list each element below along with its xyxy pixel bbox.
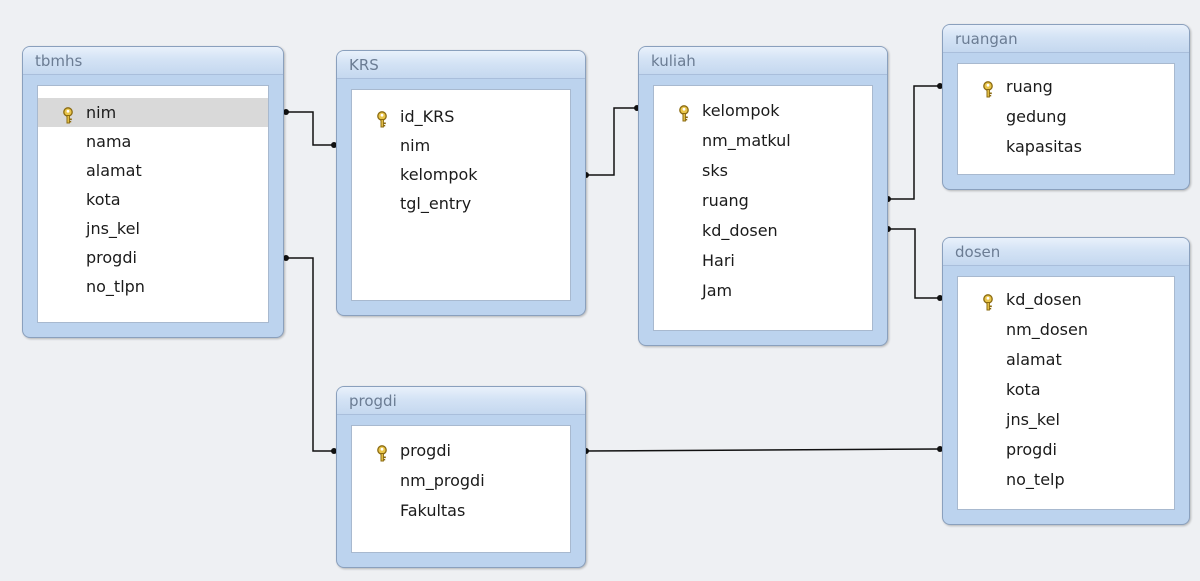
field-row[interactable]: nim [352, 131, 570, 160]
primary-key-icon [376, 442, 392, 462]
field-name: alamat [86, 161, 142, 180]
primary-key-icon [982, 78, 998, 98]
field-row[interactable]: no_tlpn [38, 272, 268, 301]
field-name: kelompok [400, 165, 478, 184]
field-name: no_telp [1006, 470, 1065, 489]
field-name: nama [86, 132, 132, 151]
field-row[interactable]: progdi [352, 436, 570, 465]
field-name: sks [702, 161, 728, 180]
table-title[interactable]: KRS [337, 51, 585, 79]
field-name: nim [86, 103, 117, 122]
field-row[interactable]: kelompok [654, 96, 872, 125]
field-name: ruang [702, 191, 749, 210]
field-name: kd_dosen [1006, 290, 1082, 309]
link-krs-kuliah [586, 107, 637, 176]
field-name: kapasitas [1006, 137, 1082, 156]
field-row[interactable]: progdi [958, 435, 1174, 464]
field-row[interactable]: nm_matkul [654, 126, 872, 155]
field-row[interactable]: gedung [958, 102, 1174, 131]
field-list: id_KRS nim kelompok tgl_entry [351, 89, 571, 301]
field-row[interactable]: alamat [38, 156, 268, 185]
table-ruangan[interactable]: ruangan ruang gedung kapasitas [942, 24, 1190, 190]
link-kuliah-dosen [888, 228, 940, 299]
field-name: tgl_entry [400, 194, 472, 213]
field-row[interactable]: kota [958, 375, 1174, 404]
field-name: Fakultas [400, 501, 466, 520]
link-tbmhs-progdi [286, 257, 334, 452]
field-name: kelompok [702, 101, 780, 120]
field-name: gedung [1006, 107, 1067, 126]
field-name: kd_dosen [702, 221, 778, 240]
field-list: ruang gedung kapasitas [957, 63, 1175, 175]
field-name: Jam [702, 281, 733, 300]
link-tbmhs-krs [286, 111, 334, 146]
field-row[interactable]: jns_kel [38, 214, 268, 243]
primary-key-icon [982, 291, 998, 311]
field-name: jns_kel [1006, 410, 1060, 429]
field-row[interactable]: no_telp [958, 465, 1174, 494]
table-krs[interactable]: KRS id_KRS nim kelompok tgl_entry [336, 50, 586, 316]
table-progdi[interactable]: progdi progdi nm_progdi Fakultas [336, 386, 586, 568]
field-name: alamat [1006, 350, 1062, 369]
field-name: kota [86, 190, 121, 209]
field-list: nim nama alamat kota jns_kel progdi no_t… [37, 85, 269, 323]
field-row[interactable]: kelompok [352, 160, 570, 189]
field-row[interactable]: nim [38, 98, 268, 127]
table-title[interactable]: dosen [943, 238, 1189, 266]
field-name: nm_progdi [400, 471, 485, 490]
field-row[interactable]: kota [38, 185, 268, 214]
link-progdi-dosen [585, 448, 941, 452]
field-name: id_KRS [400, 107, 455, 126]
field-name: jns_kel [86, 219, 140, 238]
field-list: kelompok nm_matkul sks ruang kd_dosen Ha… [653, 85, 873, 331]
field-row[interactable]: kd_dosen [958, 285, 1174, 314]
field-name: nm_matkul [702, 131, 791, 150]
table-title[interactable]: ruangan [943, 25, 1189, 53]
primary-key-icon [62, 104, 78, 124]
field-row[interactable]: kapasitas [958, 132, 1174, 161]
field-row[interactable]: alamat [958, 345, 1174, 374]
primary-key-icon [678, 102, 694, 122]
table-title[interactable]: progdi [337, 387, 585, 415]
field-list: progdi nm_progdi Fakultas [351, 425, 571, 553]
table-dosen[interactable]: dosen kd_dosen nm_dosen alamat kota jns_… [942, 237, 1190, 525]
field-name: kota [1006, 380, 1041, 399]
field-row[interactable]: jns_kel [958, 405, 1174, 434]
table-title[interactable]: tbmhs [23, 47, 283, 75]
field-row[interactable]: Hari [654, 246, 872, 275]
field-name: nm_dosen [1006, 320, 1088, 339]
field-name: progdi [400, 441, 451, 460]
field-row[interactable]: nm_progdi [352, 466, 570, 495]
field-name: progdi [1006, 440, 1057, 459]
field-row[interactable]: sks [654, 156, 872, 185]
field-list: kd_dosen nm_dosen alamat kota jns_kel pr… [957, 276, 1175, 510]
table-kuliah[interactable]: kuliah kelompok nm_matkul sks ruang kd_d… [638, 46, 888, 346]
table-tbmhs[interactable]: tbmhs nim nama alamat kota jns_kel progd… [22, 46, 284, 338]
field-name: no_tlpn [86, 277, 145, 296]
field-row[interactable]: tgl_entry [352, 189, 570, 218]
field-name: nim [400, 136, 431, 155]
field-row[interactable]: ruang [654, 186, 872, 215]
field-row[interactable]: Jam [654, 276, 872, 305]
primary-key-icon [376, 108, 392, 128]
field-row[interactable]: id_KRS [352, 102, 570, 131]
field-row[interactable]: Fakultas [352, 496, 570, 525]
field-row[interactable]: progdi [38, 243, 268, 272]
field-row[interactable]: kd_dosen [654, 216, 872, 245]
field-name: progdi [86, 248, 137, 267]
field-row[interactable]: nama [38, 127, 268, 156]
link-kuliah-ruangan [888, 85, 940, 200]
field-row[interactable]: ruang [958, 72, 1174, 101]
field-name: Hari [702, 251, 735, 270]
field-name: ruang [1006, 77, 1053, 96]
field-row[interactable]: nm_dosen [958, 315, 1174, 344]
table-title[interactable]: kuliah [639, 47, 887, 75]
